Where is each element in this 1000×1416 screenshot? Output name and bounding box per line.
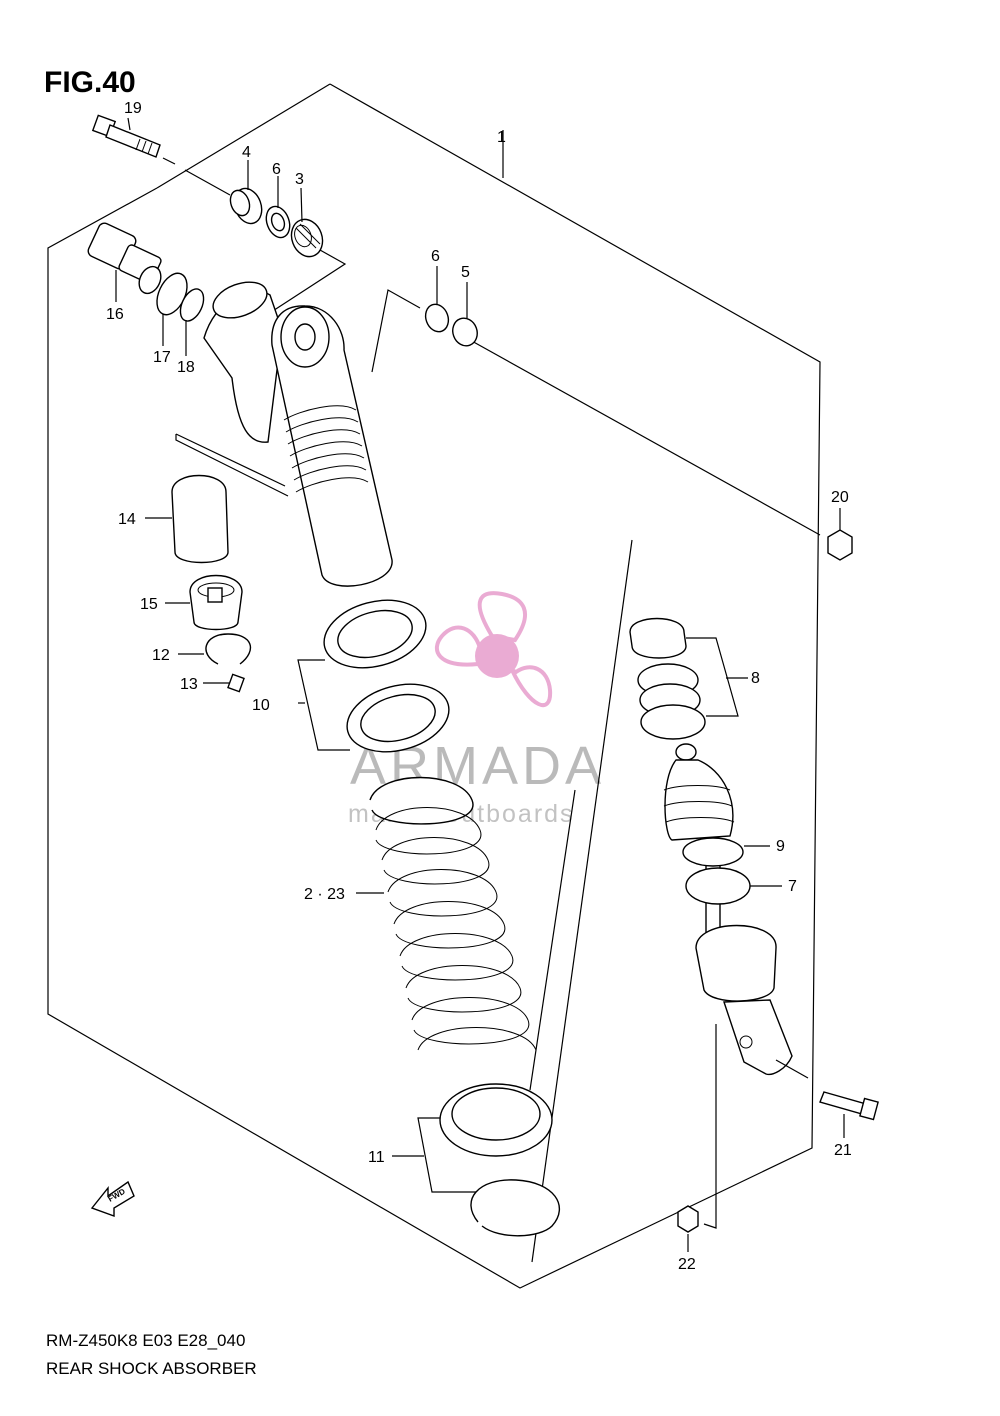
part-1-shock-body (203, 281, 393, 587)
part-11-clip (470, 1179, 561, 1237)
part-13-valve (227, 673, 245, 693)
callout-20: 20 (831, 489, 849, 506)
callout-17: 17 (153, 349, 171, 366)
callout-7: 7 (788, 878, 797, 895)
bracket-11 (417, 1117, 476, 1193)
axis-rod-2 (529, 789, 576, 1091)
part-5-collar (452, 317, 478, 347)
axis-reservoir (175, 434, 289, 497)
part-4-collar (229, 187, 263, 225)
part-9-o-ring (682, 837, 744, 867)
part-damper-rod-assembly (663, 743, 793, 1076)
axis-21 (775, 1059, 809, 1079)
part-6-seal-lower (424, 303, 450, 333)
callout-8: 8 (751, 670, 760, 687)
callout-9: 9 (776, 838, 785, 855)
callout-1: 1 (497, 129, 506, 146)
callout-16: 16 (106, 306, 124, 323)
part-12-circlip (205, 633, 252, 665)
axis-eye (371, 289, 421, 373)
part-20-nut (827, 529, 853, 561)
part-11-spring-seat (439, 1083, 553, 1157)
axis-19 (162, 157, 231, 196)
part-22-nut (677, 1205, 699, 1233)
callout-10: 10 (252, 697, 270, 714)
callout-11: 11 (368, 1149, 385, 1166)
leader-3 (300, 187, 303, 223)
callout-3: 3 (295, 171, 304, 188)
callout-21: 21 (834, 1142, 852, 1159)
leader-19 (127, 117, 131, 131)
assembly-outline (47, 83, 821, 1289)
part-16-adjuster (87, 222, 162, 295)
axis-20 (469, 339, 821, 536)
part-2-23-spring (369, 776, 537, 1051)
figure-title: FIG.40 (44, 66, 136, 99)
callout-6b: 6 (431, 248, 440, 265)
callout-6a: 6 (272, 161, 281, 178)
part-21-bolt (819, 1091, 879, 1121)
axis-22 (703, 1024, 717, 1229)
figure-caption: REAR SHOCK ABSORBER (46, 1359, 257, 1378)
part-10-adjuster-nut-upper (323, 599, 427, 669)
callout-22: 22 (678, 1256, 696, 1273)
fwd-arrow-icon: FWD (90, 1180, 135, 1217)
part-14-cap (171, 474, 229, 564)
part-10-adjuster-nut-lower (346, 683, 450, 753)
part-18-o-ring (179, 288, 205, 322)
callout-15: 15 (140, 596, 158, 613)
callout-5: 5 (461, 264, 470, 281)
bracket-8 (686, 637, 739, 717)
part-19-bolt (91, 114, 161, 158)
callout-14: 14 (118, 511, 136, 528)
axis-rod (531, 539, 633, 1263)
callout-18: 18 (177, 359, 195, 376)
bracket-10 (297, 659, 350, 751)
part-3-bearing (290, 218, 324, 258)
callout-4: 4 (242, 144, 251, 161)
callout-12: 12 (152, 647, 170, 664)
callout-19: 19 (124, 100, 142, 117)
callout-2-23: 2 · 23 (304, 886, 345, 903)
part-8-stopper-set (629, 617, 706, 740)
assembly-outline-top (156, 83, 331, 189)
model-code: RM-Z450K8 E03 E28_040 (46, 1331, 245, 1350)
part-6-seal (265, 205, 291, 239)
axis-reservoir-2 (175, 433, 286, 487)
callout-13: 13 (180, 676, 198, 693)
axis-upper (261, 249, 347, 319)
part-15-reservoir-cap (189, 574, 243, 631)
